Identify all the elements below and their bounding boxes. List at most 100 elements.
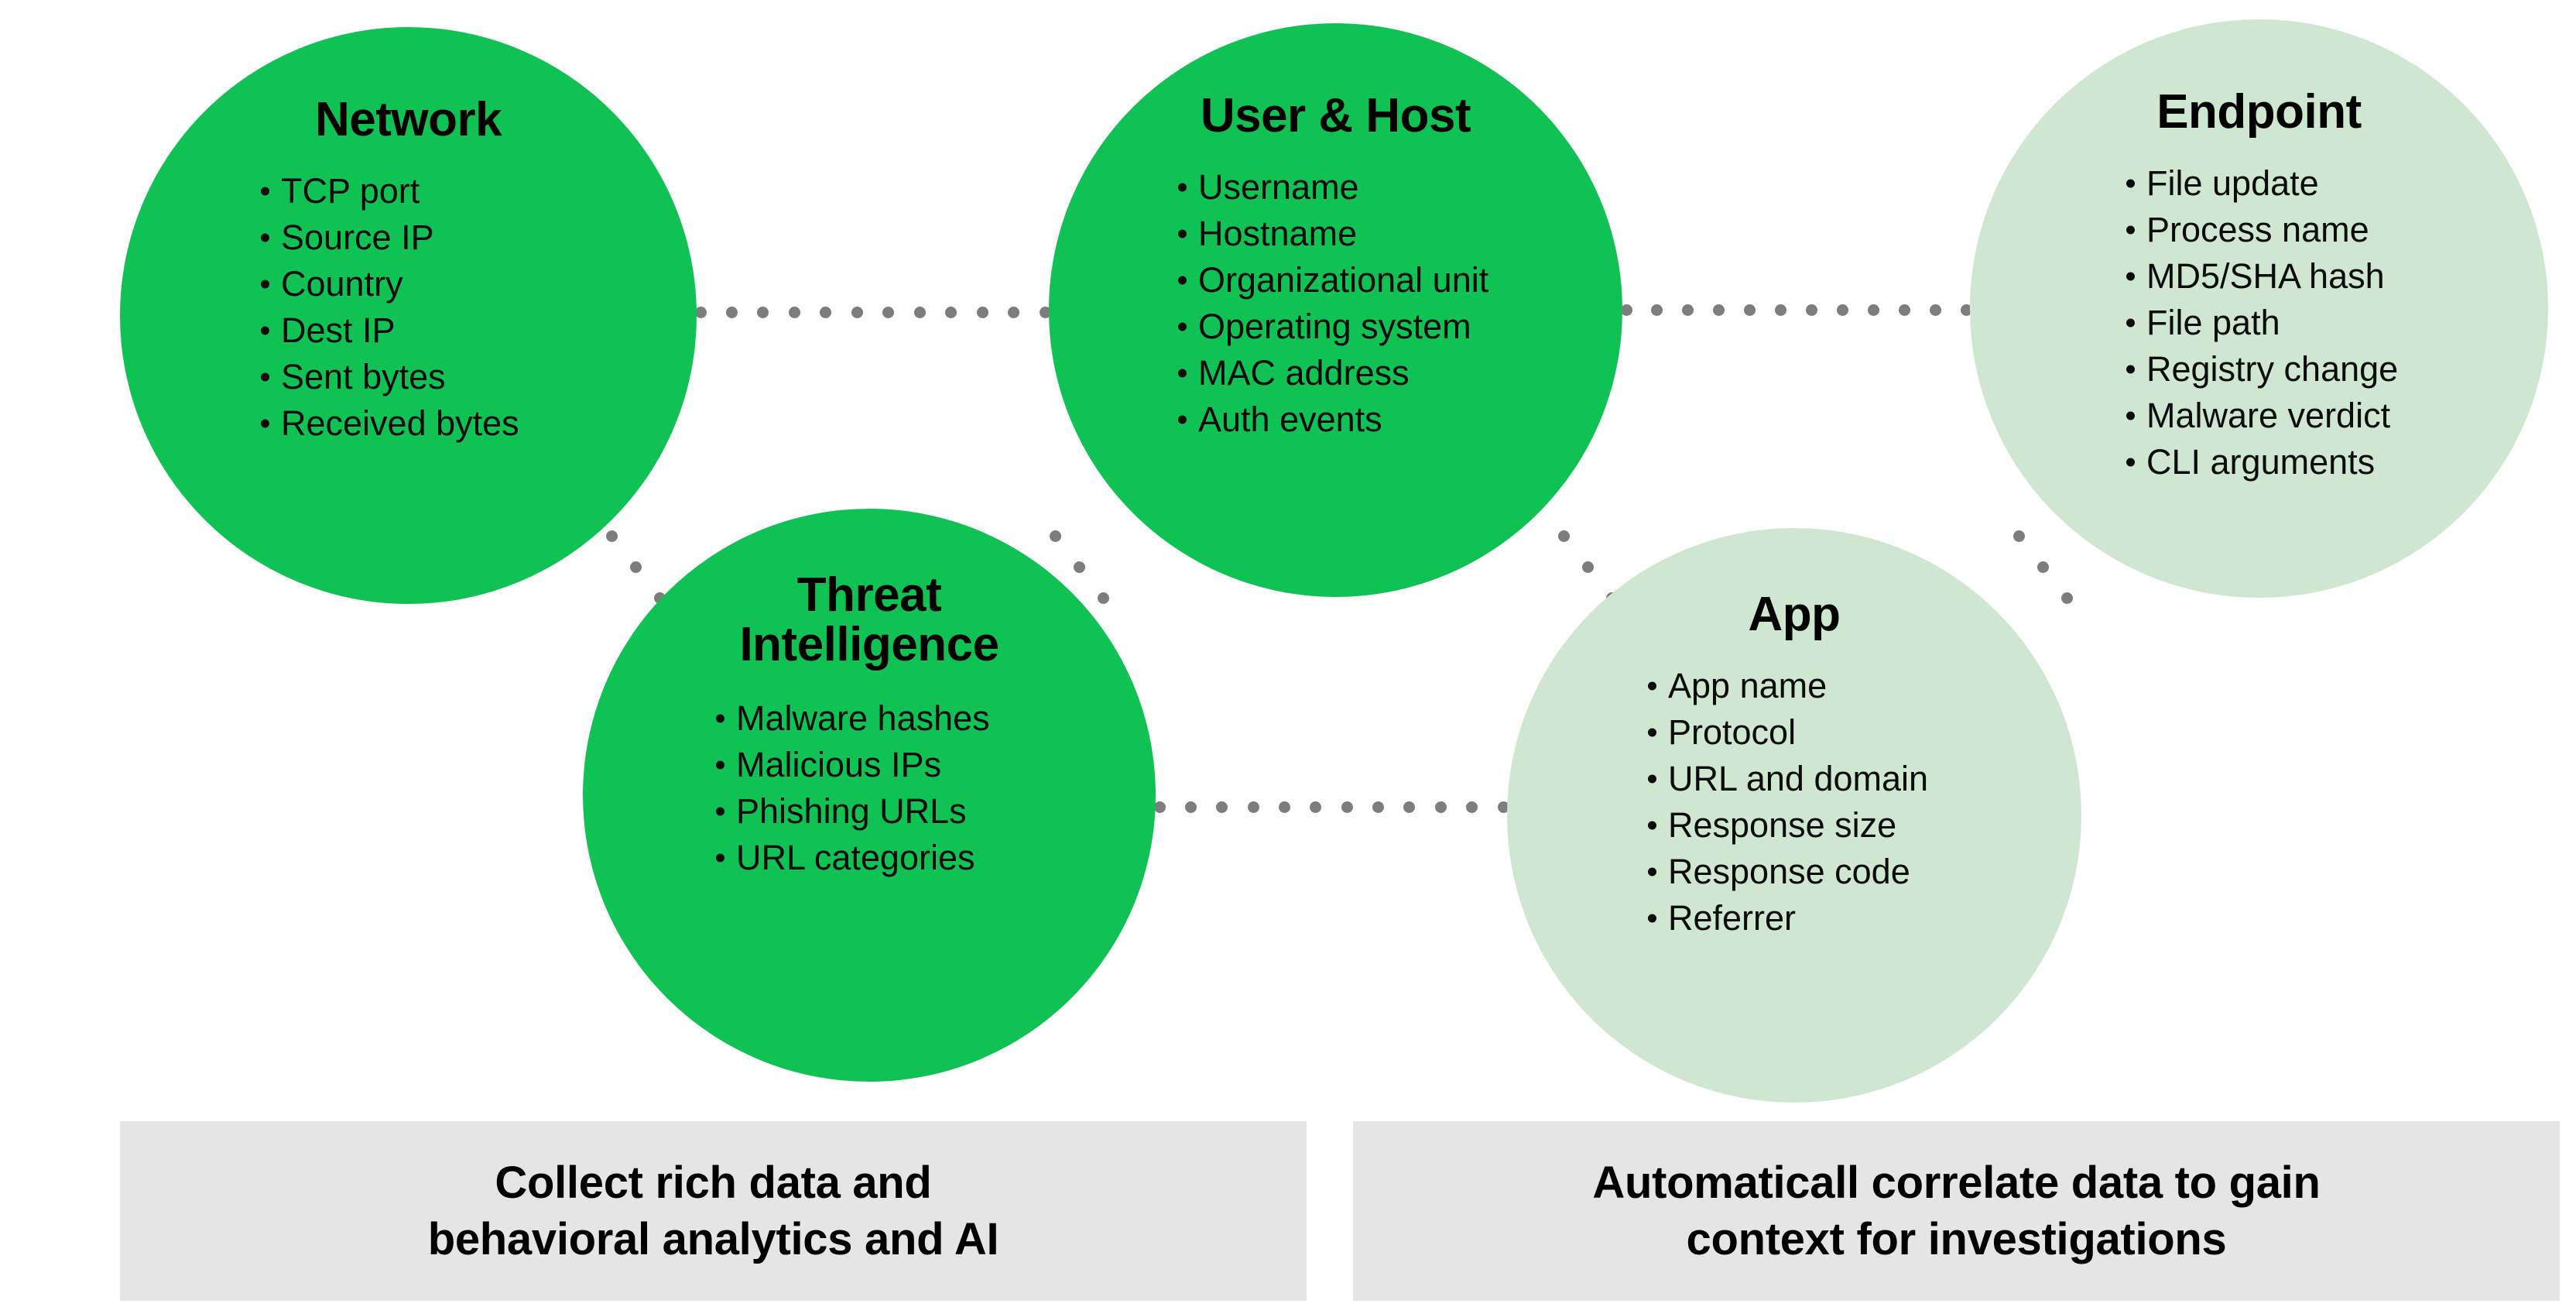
connector-dot <box>882 306 895 318</box>
banner-collect-line2: behavioral analytics and AI <box>427 1214 999 1264</box>
list-item: Process name <box>2117 207 2398 253</box>
connector-dot <box>1929 304 1941 316</box>
list-item: Country <box>252 261 519 307</box>
connector-dot <box>1744 304 1756 316</box>
connector-dot <box>976 306 988 318</box>
node-threat-intelligence-title-line2: Intelligence <box>739 618 999 672</box>
connector-dot <box>788 306 800 318</box>
connector-dot <box>2036 561 2049 573</box>
node-threat-intelligence[interactable]: Threat Intelligence Malware hashes Malic… <box>583 509 1156 1082</box>
node-threat-intelligence-title-line1: Threat <box>796 568 942 622</box>
node-endpoint[interactable]: Endpoint File update Process name MD5/SH… <box>1970 19 2548 598</box>
connector-dot <box>629 561 642 573</box>
list-item: Response size <box>1639 802 1928 849</box>
connector-dot <box>1960 304 1972 316</box>
list-item: URL categories <box>707 835 990 881</box>
banner-correlate-text: Automaticall correlate data to gain cont… <box>1592 1154 2321 1268</box>
connector-dot <box>1434 801 1447 813</box>
connector-dot <box>1341 801 1353 813</box>
connector-dot <box>1557 530 1570 542</box>
connector-dot <box>1805 304 1817 316</box>
list-item: Organizational unit <box>1169 257 1488 304</box>
banner-correlate-line2: context for investigations <box>1686 1214 2227 1264</box>
list-item: Malware verdict <box>2117 393 2398 439</box>
list-item: Referrer <box>1639 895 1928 942</box>
connector-dot <box>1403 801 1416 813</box>
connector-dot <box>1466 801 1478 813</box>
list-item: MD5/SHA hash <box>2117 253 2398 300</box>
connector-dot <box>1049 530 1061 542</box>
connector-dot <box>1278 801 1290 813</box>
connector-dot <box>694 306 707 318</box>
banner-correlate-data: Automaticall correlate data to gain cont… <box>1353 1121 2560 1301</box>
connector-dot <box>1153 801 1166 813</box>
list-item: Username <box>1169 164 1488 211</box>
banner-collect-text: Collect rich data and behavioral analyti… <box>428 1154 999 1268</box>
connector-dot <box>1898 304 1910 316</box>
banner-collect-rich-data: Collect rich data and behavioral analyti… <box>120 1121 1307 1301</box>
connector-dot <box>1867 304 1879 316</box>
node-user-and-host-list: Username Hostname Organizational unit Op… <box>1169 164 1488 443</box>
list-item: CLI arguments <box>2117 439 2398 485</box>
connector-dot <box>913 306 926 318</box>
list-item: Response code <box>1639 849 1928 895</box>
connector-dot <box>725 306 738 318</box>
connector-dot <box>1651 304 1663 316</box>
list-item: File update <box>2117 160 2398 207</box>
list-item: Hostname <box>1169 211 1488 257</box>
connector-dot <box>1497 801 1509 813</box>
connector-dot <box>1073 561 1085 573</box>
node-app-title: App <box>1748 588 1841 641</box>
connector-dot <box>2012 530 2025 542</box>
list-item: Dest IP <box>252 307 519 354</box>
connector-dot <box>1836 304 1848 316</box>
connector-dot <box>1247 801 1259 813</box>
connector-dot <box>1310 801 1322 813</box>
connector-dot <box>1713 304 1725 316</box>
list-item: App name <box>1639 663 1928 709</box>
list-item: File path <box>2117 300 2398 346</box>
list-item: URL and domain <box>1639 756 1928 802</box>
list-item: Malicious IPs <box>707 742 990 788</box>
banner-collect-line1: Collect rich data and <box>495 1157 932 1208</box>
node-threat-intelligence-title: Threat Intelligence <box>707 568 1032 672</box>
list-item: MAC address <box>1169 350 1488 396</box>
connector-dot <box>757 306 769 318</box>
list-item: Received bytes <box>252 400 519 447</box>
node-network-list: TCP port Source IP Country Dest IP Sent … <box>252 168 519 447</box>
list-item: Sent bytes <box>252 354 519 400</box>
connector-dot <box>1682 304 1694 316</box>
list-item: Source IP <box>252 214 519 261</box>
list-item: Phishing URLs <box>707 788 990 835</box>
connector-dot <box>2060 592 2073 604</box>
connector-dot <box>945 306 957 318</box>
node-network-title: Network <box>314 93 502 146</box>
connector-dot <box>1184 801 1197 813</box>
connector-dot <box>1216 801 1228 813</box>
list-item: Protocol <box>1639 709 1928 756</box>
node-user-and-host[interactable]: User & Host Username Hostname Organizati… <box>1049 23 1622 597</box>
node-app-list: App name Protocol URL and domain Respons… <box>1639 663 1928 942</box>
connector-dot <box>605 530 618 542</box>
node-app[interactable]: App App name Protocol URL and domain Res… <box>1507 528 2081 1103</box>
node-user-and-host-title: User & Host <box>1200 89 1471 142</box>
connector-dot <box>1775 304 1787 316</box>
list-item: Registry change <box>2117 346 2398 393</box>
list-item: TCP port <box>252 168 519 214</box>
connector-dot <box>1008 306 1020 318</box>
node-network[interactable]: Network TCP port Source IP Country Dest … <box>120 27 697 604</box>
connector-dot <box>1039 306 1051 318</box>
connector-dot <box>851 306 863 318</box>
connector-dot <box>1097 592 1109 604</box>
list-item: Auth events <box>1169 396 1488 443</box>
node-endpoint-title: Endpoint <box>2156 85 2362 139</box>
connector-dot <box>820 306 832 318</box>
node-endpoint-list: File update Process name MD5/SHA hash Fi… <box>2117 160 2398 485</box>
connector-dot <box>1581 561 1594 573</box>
node-threat-intelligence-list: Malware hashes Malicious IPs Phishing UR… <box>707 695 990 881</box>
connector-dot <box>1372 801 1385 813</box>
banner-correlate-line1: Automaticall correlate data to gain <box>1592 1157 2321 1208</box>
list-item: Operating system <box>1169 304 1488 350</box>
connector-dot <box>1620 304 1632 316</box>
